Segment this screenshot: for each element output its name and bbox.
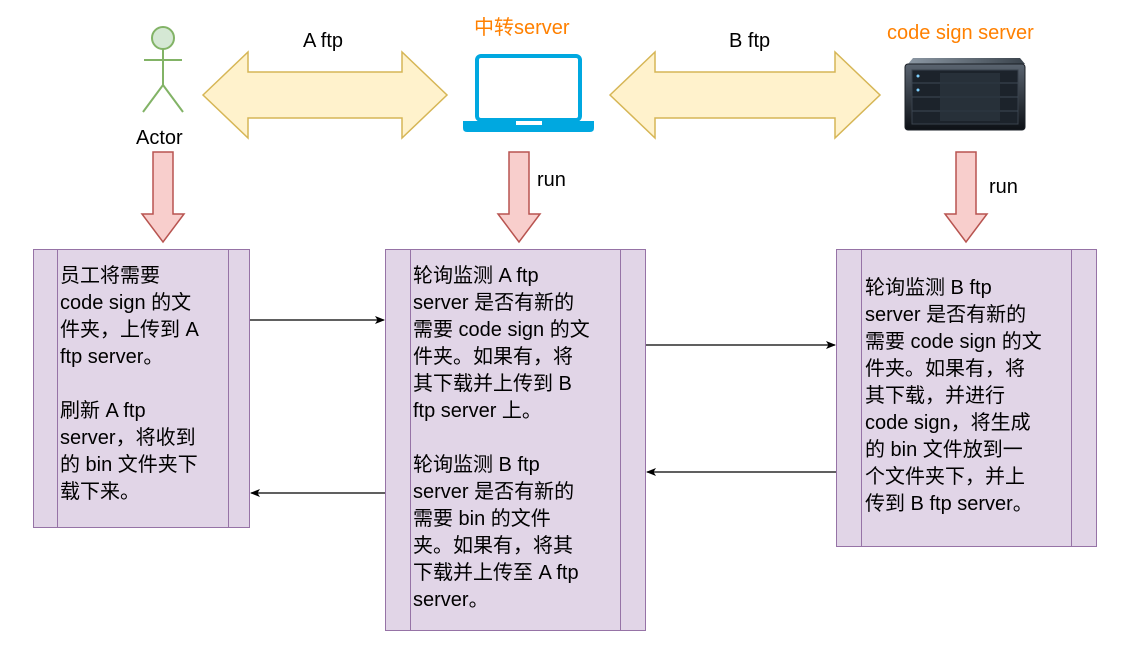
text-line: server 是否有新的 xyxy=(413,481,575,503)
actor-process-box: 员工将需要 code sign 的文 件夹，上传到 A ftp server。 … xyxy=(33,249,250,528)
text-line: 员工将需要 xyxy=(60,265,160,287)
text-line xyxy=(413,425,590,452)
text-line: 需要 bin 的文件 xyxy=(413,508,551,530)
relay-process-text: 轮询监测 A ftp server 是否有新的 需要 code sign 的文 … xyxy=(413,263,590,614)
b-ftp-label: B ftp xyxy=(729,30,771,52)
actor-label: Actor xyxy=(136,127,183,149)
rack-server-icon xyxy=(904,58,1026,131)
text-line: 件夹。如果有，将 xyxy=(865,358,1025,380)
text-line: 需要 code sign 的文 xyxy=(413,319,590,341)
text-line: 刷新 A ftp xyxy=(60,400,146,422)
text-line: ftp server。 xyxy=(60,346,164,368)
text-line: 件夹，上传到 A xyxy=(60,319,199,341)
relay-server-title: 中转server xyxy=(474,17,570,39)
text-line: 轮询监测 B ftp xyxy=(865,277,992,299)
text-line: code sign，将生成 xyxy=(865,412,1031,434)
text-line: 的 bin 文件夹下 xyxy=(60,454,198,476)
relay-run-label: run xyxy=(537,169,566,191)
actor-down-arrow xyxy=(140,151,186,244)
text-line: 其下载并上传到 B xyxy=(413,373,572,395)
text-line: 夹。如果有，将其 xyxy=(413,535,573,557)
text-line: 下载并上传至 A ftp xyxy=(413,562,579,584)
text-line: 传到 B ftp server。 xyxy=(865,493,1033,515)
text-line: 的 bin 文件放到一 xyxy=(865,439,1023,461)
signer-process-box: 轮询监测 B ftp server 是否有新的 需要 code sign 的文 … xyxy=(836,249,1097,547)
text-line: server 是否有新的 xyxy=(865,304,1027,326)
text-line: 轮询监测 A ftp xyxy=(413,265,539,287)
actor-icon xyxy=(142,26,184,113)
text-line: 载下来。 xyxy=(60,481,140,503)
text-line: 件夹。如果有，将 xyxy=(413,346,573,368)
relay-process-box: 轮询监测 A ftp server 是否有新的 需要 code sign 的文 … xyxy=(385,249,646,631)
text-line: code sign 的文 xyxy=(60,292,192,314)
b-ftp-double-arrow xyxy=(608,50,882,140)
text-line: 轮询监测 B ftp xyxy=(413,454,540,476)
text-line: ftp server 上。 xyxy=(413,400,542,422)
actor-process-text: 员工将需要 code sign 的文 件夹，上传到 A ftp server。 … xyxy=(60,263,199,506)
text-line: server。 xyxy=(413,589,489,611)
relay-run-arrow xyxy=(496,151,542,244)
text-line: 个文件夹下，并上 xyxy=(865,466,1025,488)
text-line: server 是否有新的 xyxy=(413,292,575,314)
a-ftp-double-arrow xyxy=(201,50,449,140)
code-sign-server-title: code sign server xyxy=(887,22,1034,44)
text-line: 其下载，并进行 xyxy=(865,385,1005,407)
text-line xyxy=(60,371,199,398)
text-line: server，将收到 xyxy=(60,427,196,449)
signer-run-label: run xyxy=(989,176,1018,198)
laptop-icon xyxy=(463,54,594,132)
signer-run-arrow xyxy=(943,151,989,244)
text-line: 需要 code sign 的文 xyxy=(865,331,1042,353)
signer-process-text: 轮询监测 B ftp server 是否有新的 需要 code sign 的文 … xyxy=(865,275,1042,518)
a-ftp-label: A ftp xyxy=(303,30,344,52)
